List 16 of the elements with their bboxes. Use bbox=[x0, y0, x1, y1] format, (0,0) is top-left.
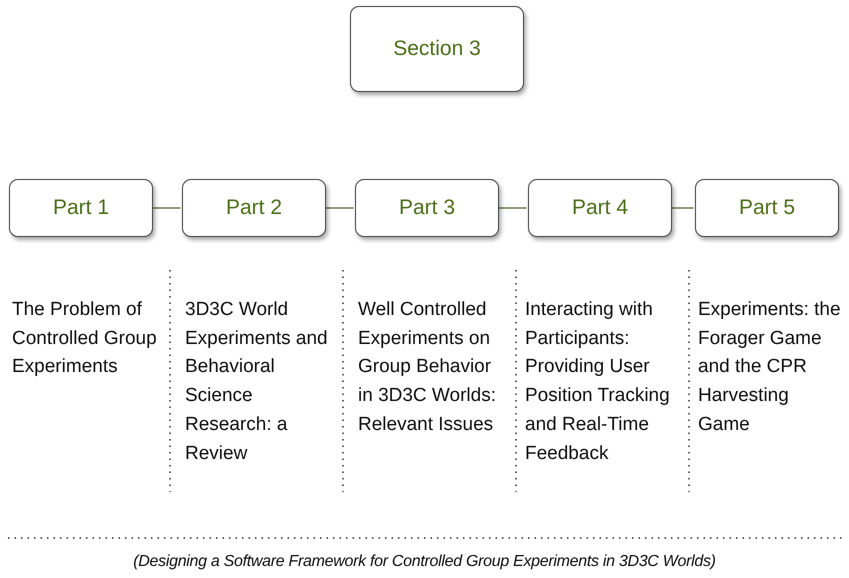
part-box: Part 5 bbox=[695, 179, 839, 237]
part-description: The Problem of Controlled Group Experiments bbox=[12, 298, 158, 380]
part-description: Well Controlled Experiments on Group Behavior in 3D3C Worlds: Relevant Issues bbox=[358, 298, 497, 437]
part-box: Part 1 bbox=[9, 179, 153, 237]
part-box: Part 3 bbox=[355, 179, 499, 237]
connector-line bbox=[153, 207, 180, 209]
part-box: Part 2 bbox=[182, 179, 326, 237]
part-box: Part 4 bbox=[528, 179, 672, 237]
connector-line bbox=[672, 207, 694, 209]
part-description: 3D3C World Experiments and Behavioral Science Research: a Review bbox=[185, 298, 329, 466]
part-description: Interacting with Participants: Providing User Position Tracking and Real-Time Feedback bbox=[525, 298, 671, 466]
part-description: Experiments: the Forager Game and the CPR Harvesting Game bbox=[698, 298, 842, 437]
connector-line bbox=[326, 207, 354, 209]
caption: (Designing a Software Framework for Controlled Group Experiments in 3D3C Worlds) bbox=[132, 553, 717, 571]
connector-line bbox=[499, 207, 526, 209]
section-box: Section 3 bbox=[350, 6, 524, 92]
